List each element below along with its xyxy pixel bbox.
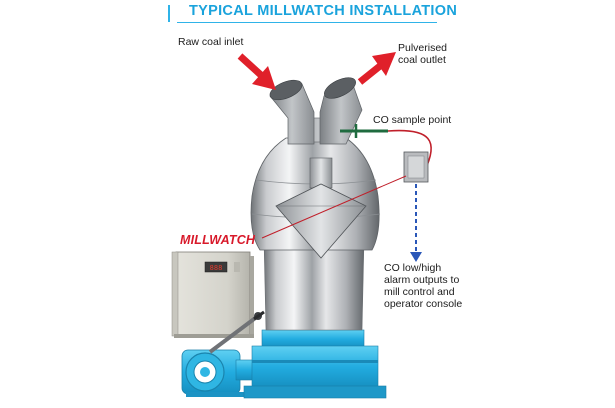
- co-alarm-outputs-label: CO low/high alarm outputs to mill contro…: [384, 262, 463, 310]
- raw-coal-inlet-pipe: [269, 79, 315, 145]
- dashed-arrow-down-icon: [410, 184, 422, 262]
- title-underline: [177, 22, 437, 23]
- title-accent-bar: [168, 5, 170, 22]
- co-sample-probe: [340, 124, 388, 138]
- mill-base: [243, 329, 387, 399]
- millwatch-label: MILLWATCH: [180, 233, 256, 247]
- co-sample-point-label: CO sample point: [373, 114, 452, 126]
- arrow-up-right-icon: [357, 52, 396, 85]
- millwatch-probe-rod: [208, 310, 265, 354]
- millwatch-signal-line: [261, 175, 407, 239]
- page-title: TYPICAL MILLWATCH INSTALLATION: [189, 3, 458, 19]
- millwatch-display: 888: [210, 264, 223, 272]
- raw-coal-inlet-label: Raw coal inlet: [178, 36, 244, 48]
- pulverised-coal-outlet-pipe: [319, 77, 363, 145]
- arrow-down-right-icon: [237, 53, 276, 90]
- co-sensor-box: [403, 151, 429, 183]
- millwatch-cabinet: 888: [171, 251, 254, 338]
- pulverised-coal-outlet-label: Pulverised coal outlet: [398, 42, 448, 66]
